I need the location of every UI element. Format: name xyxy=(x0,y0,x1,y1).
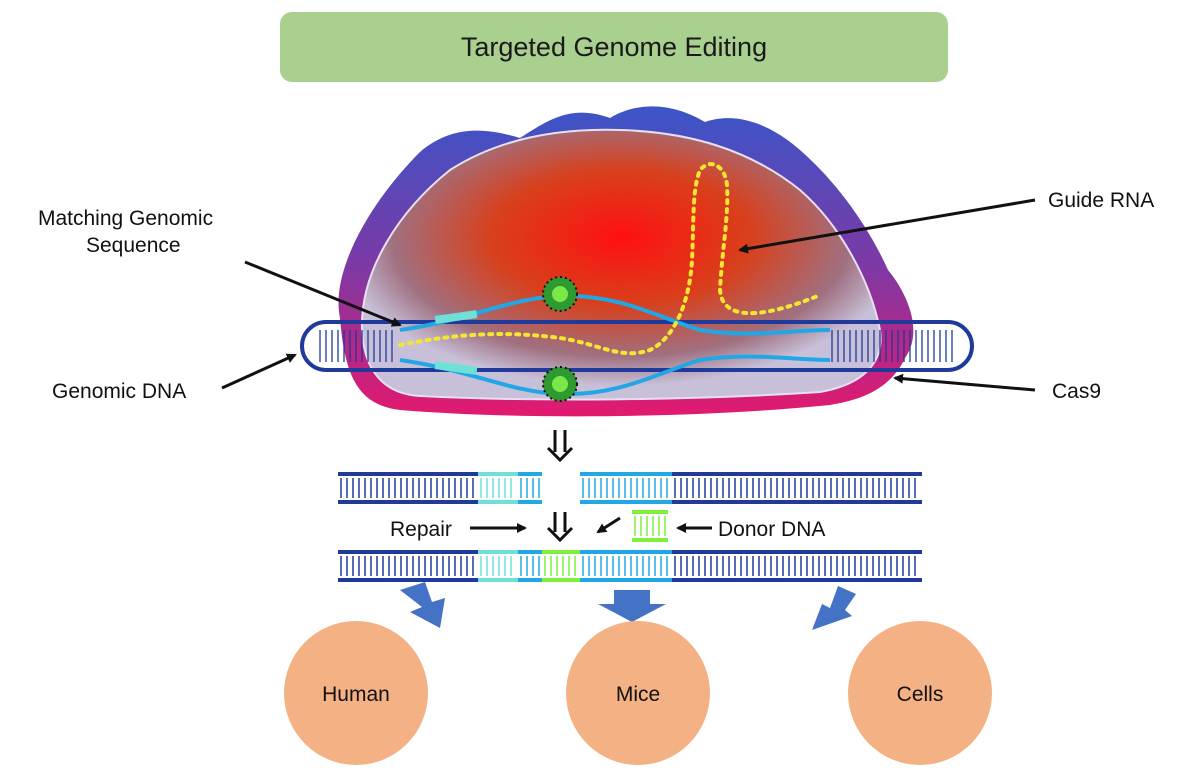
cut-dna-right xyxy=(672,472,922,504)
nuclease-site-top xyxy=(542,276,578,312)
cut-dna-matching xyxy=(478,472,518,504)
matching-sequence-bottom xyxy=(434,361,478,375)
outcome-label-cells: Cells xyxy=(897,683,944,706)
outcome-circle-mice xyxy=(566,621,710,765)
label-matching-genomic: Matching Genomic xyxy=(38,207,213,230)
repaired-dna-right xyxy=(672,550,922,582)
outcome-circle-human xyxy=(284,621,428,765)
cut-dna-left xyxy=(338,472,478,504)
pointer-genomic-dna xyxy=(221,353,297,390)
block-arrow-mice xyxy=(598,590,666,622)
lower-dna-strand xyxy=(399,354,831,397)
repaired-dna-right-edge xyxy=(580,550,672,582)
pointer-cas9 xyxy=(893,373,1036,392)
double-down-arrow-1 xyxy=(546,430,574,463)
repaired-dna xyxy=(338,550,922,582)
repaired-dna-donor xyxy=(542,550,580,582)
repaired-dna-matching xyxy=(478,550,518,582)
repaired-dna-left-edge xyxy=(518,550,542,582)
guide-rna-strand xyxy=(398,162,822,356)
pointer-donor-in xyxy=(596,516,621,534)
block-arrow-human xyxy=(400,582,445,628)
pointer-guide-rna xyxy=(738,198,1036,254)
cut-dna xyxy=(338,472,922,504)
label-genomic-dna: Genomic DNA xyxy=(52,380,186,403)
label-cas9: Cas9 xyxy=(1052,380,1101,403)
cut-dna-left-edge xyxy=(518,472,542,504)
donor-dna-fragment xyxy=(632,510,668,542)
cut-dna-right-edge xyxy=(580,472,672,504)
matching-sequence-top xyxy=(434,310,478,324)
block-arrow-cells xyxy=(812,586,856,630)
page-title: Targeted Genome Editing xyxy=(460,31,768,62)
outcome-circle-cells xyxy=(848,621,992,765)
title-banner: Targeted Genome Editing xyxy=(280,12,948,82)
dna-ticks xyxy=(319,330,953,362)
nuclease-site-bottom xyxy=(542,366,578,402)
label-guide-rna: Guide RNA xyxy=(1048,189,1154,212)
outcome-label-mice: Mice xyxy=(616,683,660,706)
label-repair: Repair xyxy=(390,518,452,541)
upper-dna-strand xyxy=(399,293,831,336)
double-down-arrow-2 xyxy=(546,512,574,543)
outcome-label-human: Human xyxy=(322,683,390,706)
label-donor-dna: Donor DNA xyxy=(718,518,825,541)
pointer-matching xyxy=(244,260,402,327)
label-matching-sequence: Sequence xyxy=(86,234,181,257)
repaired-dna-left xyxy=(338,550,478,582)
donor-dna-ladder xyxy=(632,510,668,542)
genomic-dna-loop xyxy=(300,320,974,372)
